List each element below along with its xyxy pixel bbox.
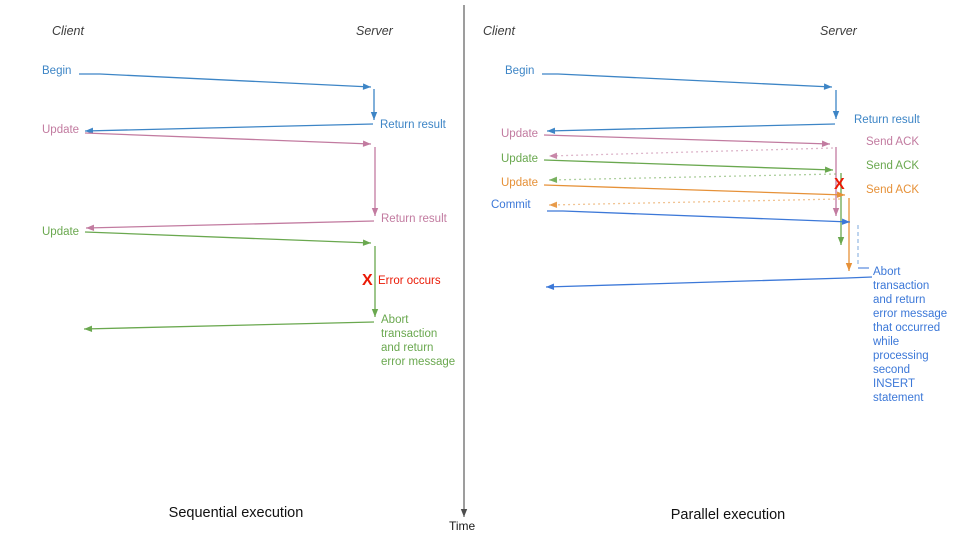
- parallel-update-2-label: Update: [501, 153, 539, 165]
- sequential-begin-label: Begin: [42, 65, 72, 77]
- parallel-error-x-mark: X: [834, 176, 845, 193]
- send-ack-2-arrow: [548, 173, 837, 184]
- parallel-commit-label: Commit: [491, 199, 531, 211]
- parallel-return-result-label: Return result: [854, 114, 920, 126]
- update-2-server-line: [371, 246, 379, 317]
- parallel-send-ack-3-label: Send ACK: [866, 184, 920, 196]
- update-1-server-line: [832, 147, 840, 216]
- sequential-return-result-1: Return result: [380, 119, 446, 131]
- commit-send-arrow: [547, 210, 851, 225]
- update-2-send-arrow: [543, 159, 834, 173]
- update-1-send-arrow: [543, 134, 831, 147]
- sequential-abort-label: Abort transaction and return error messa…: [381, 314, 456, 369]
- update-3-send-arrow: [543, 184, 846, 198]
- update-1-send-arrow: [84, 132, 372, 147]
- return-result-1-arrow: [84, 123, 374, 135]
- send-ack-1-arrow: [548, 147, 834, 159]
- begin-server-line: [370, 89, 378, 120]
- begin-send-arrow: [79, 73, 372, 90]
- sequential-error-occurs-label: Error occurs: [378, 275, 441, 287]
- sequential-return-result-2: Return result: [381, 213, 447, 225]
- abort-return-arrow: [545, 276, 873, 290]
- return-result-2-arrow: [85, 220, 375, 232]
- sequential-client-heading: Client: [52, 24, 84, 38]
- parallel-update-1-label: Update: [501, 128, 539, 140]
- update-1-server-line: [371, 147, 379, 216]
- update-3-server-line: [845, 198, 853, 271]
- abort-return-arrow: [83, 321, 375, 333]
- time-axis-line: [460, 5, 468, 517]
- sequential-error-x-mark: X: [362, 272, 373, 289]
- parallel-update-3-label: Update: [501, 177, 539, 189]
- parallel-send-ack-2-label: Send ACK: [866, 160, 920, 172]
- parallel-diagram-title: Parallel execution: [670, 507, 786, 523]
- parallel-server-heading: Server: [820, 24, 857, 38]
- sequential-update-1-label: Update: [42, 124, 80, 136]
- update-2-send-arrow: [84, 231, 372, 246]
- parallel-client-heading: Client: [483, 24, 515, 38]
- time-axis-label: Time: [449, 519, 476, 533]
- sequential-diagram-title: Sequential execution: [168, 505, 304, 521]
- parallel-begin-label: Begin: [505, 65, 535, 77]
- begin-send-arrow: [542, 73, 833, 90]
- parallel-abort-label: Abort transaction and return error messa…: [873, 266, 948, 405]
- begin-server-line: [832, 90, 840, 119]
- update-2-server-line: [837, 173, 845, 245]
- parallel-send-ack-1-label: Send ACK: [866, 136, 920, 148]
- sequential-update-2-label: Update: [42, 226, 80, 238]
- sequential-server-heading: Server: [356, 24, 393, 38]
- return-result-arrow: [546, 123, 836, 135]
- send-ack-3-arrow: [548, 198, 841, 209]
